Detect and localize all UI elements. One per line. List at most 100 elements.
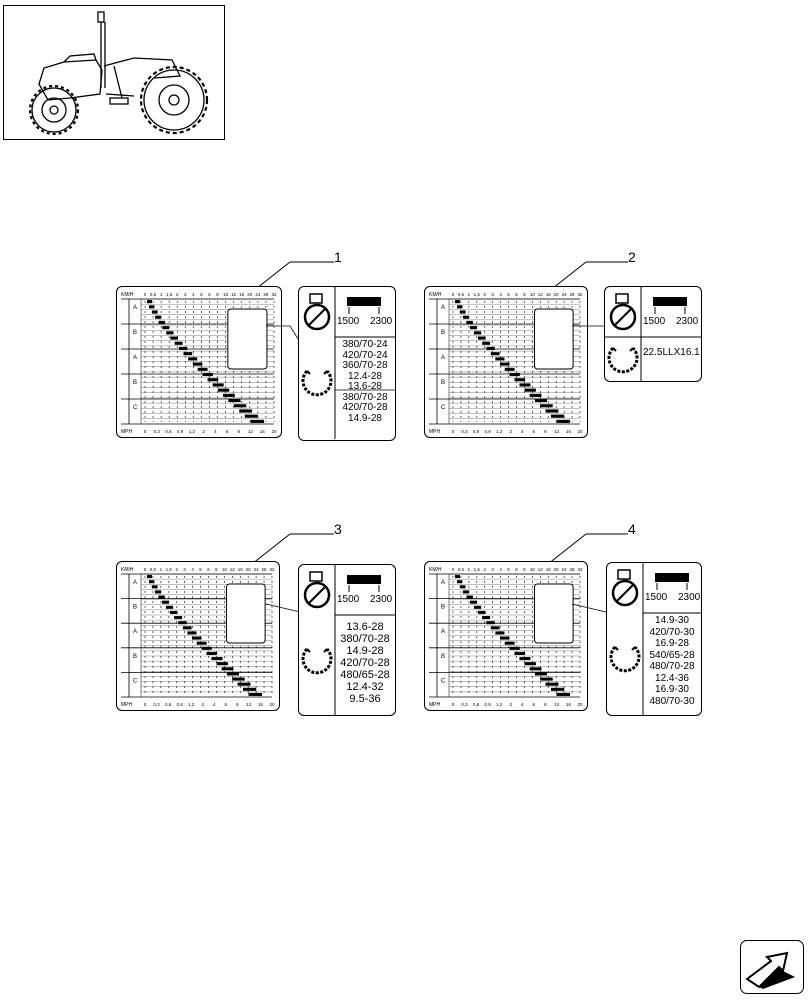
tractor-thumbnail	[3, 5, 225, 140]
speed-bar	[239, 409, 253, 413]
next-page-button[interactable]	[740, 940, 804, 994]
tyre-icon	[607, 346, 639, 374]
range-label: C	[441, 678, 446, 684]
mph-tick-label: 6	[226, 429, 229, 434]
tyre-size: 12.4-28	[348, 370, 382, 382]
speed-bar	[183, 352, 193, 356]
speed-bar	[459, 310, 466, 314]
mph-tick-label: 0,3	[461, 702, 468, 707]
kmh-tick-label: 2	[176, 292, 179, 297]
speed-bar	[250, 419, 264, 423]
speed-bar	[170, 336, 178, 340]
speed-bar	[248, 692, 263, 696]
speed-bar	[242, 687, 257, 691]
tractor-icon	[28, 11, 209, 136]
tyre-size: 480/70-28	[649, 661, 695, 672]
tyre-size: 480/70-30	[649, 695, 695, 707]
mph-label: MPH	[429, 702, 441, 708]
tyre-size: 420/70-28	[340, 657, 390, 669]
kmh-tick-label: 0	[452, 292, 455, 297]
kmh-tick-label: 3	[491, 292, 494, 297]
mph-tick-label: 8	[236, 702, 239, 707]
rpm-low: 1500	[643, 316, 666, 327]
kmh-tick-label: 28	[263, 292, 269, 297]
speed-bar	[151, 585, 158, 589]
kmh-tick-label: 12	[538, 567, 544, 572]
kmh-tick-label: 8	[523, 292, 526, 297]
tyre-icon	[301, 369, 333, 397]
mph-tick-label: 1,2	[189, 429, 196, 434]
kmh-tick-label: 5	[507, 292, 510, 297]
kmh-tick-label: 0	[144, 292, 147, 297]
speed-bar	[182, 626, 192, 630]
tyre-size: 22.5LLX16.1	[643, 347, 700, 358]
speed-bar	[162, 326, 170, 330]
speed-bar	[486, 621, 495, 625]
kmh-tick-label: 10	[222, 567, 228, 572]
speed-bar	[466, 320, 473, 324]
range-label: C	[133, 405, 138, 411]
speed-bar	[178, 621, 187, 625]
speed-bar	[482, 616, 491, 620]
speed-bar	[529, 667, 542, 671]
kmh-tick-label: 32	[577, 292, 583, 297]
mph-tick-label: 4	[521, 429, 524, 434]
callout-number: 2	[628, 249, 636, 265]
rpm-high: 2300	[676, 316, 699, 327]
kmh-tick-label: 1,5	[474, 292, 481, 297]
speed-bar	[524, 388, 536, 392]
speed-bar	[504, 367, 515, 371]
speed-bar	[187, 631, 197, 635]
range-label: A	[133, 305, 137, 311]
kmh-tick-label: 5	[507, 567, 510, 572]
mph-tick-label: 6	[533, 702, 536, 707]
mph-tick-label: 16	[260, 429, 266, 434]
mph-tick-label: 20	[271, 429, 277, 434]
speed-bar	[202, 372, 213, 377]
tyre-size-list: 13.6-28 380/70-28 14.9-28 420/70-28 480/…	[337, 621, 393, 705]
mph-tick-label: 0,6	[473, 429, 480, 434]
speed-bar	[545, 409, 559, 413]
kmh-tick-label: 4	[499, 292, 502, 297]
kmh-label: KM/H	[121, 567, 134, 573]
callout-leader	[547, 533, 628, 565]
speed-bar	[504, 641, 515, 645]
speed-bar	[462, 590, 470, 594]
selection-window	[533, 583, 574, 644]
kmh-tick-label: 0,5	[150, 567, 157, 572]
speed-bar	[477, 610, 486, 614]
rpm-high: 2300	[370, 316, 393, 327]
mph-label: MPH	[121, 702, 133, 708]
kmh-tick-label: 28	[262, 567, 268, 572]
tyre-size: 13.6-28	[346, 621, 384, 633]
mph-tick-label: 2	[509, 429, 512, 434]
tyre-size: 14.9-28	[346, 645, 384, 657]
info-panel: 1500 2300 14.9-30 420/70-30 16.9-28 540/…	[606, 562, 702, 716]
tyre-size: 12.4-32	[346, 681, 384, 693]
tyre-icon	[609, 645, 641, 673]
kmh-tick-label: 0	[452, 567, 455, 572]
speed-bar	[509, 646, 520, 650]
rpm-low: 1500	[337, 594, 360, 605]
speed-bar	[470, 326, 477, 330]
mph-tick-label: 0	[144, 702, 147, 707]
kmh-tick-label: 1,5	[474, 567, 481, 572]
info-panel: 1500 2300 380/70-24 420/70-24 360/70-28 …	[298, 286, 396, 441]
rpm-low: 1500	[645, 592, 668, 603]
speed-bar	[223, 393, 235, 397]
kmh-tick-label: 8	[523, 567, 526, 572]
kmh-tick-label: 32	[271, 292, 277, 297]
tyre-size: 420/70-28	[342, 402, 388, 413]
callout-leader	[547, 261, 628, 293]
info-panel: 1500 2300 13.6-28 380/70-28 14.9-28 420/…	[298, 564, 396, 716]
pointer-line	[572, 603, 607, 613]
speed-bar	[149, 580, 155, 584]
mph-tick-label: 8	[544, 429, 547, 434]
speed-bar	[495, 357, 505, 361]
mph-tick-label: 1,2	[496, 429, 503, 434]
speed-bar	[158, 320, 166, 324]
tyre-size: 420/70-24	[342, 349, 388, 361]
